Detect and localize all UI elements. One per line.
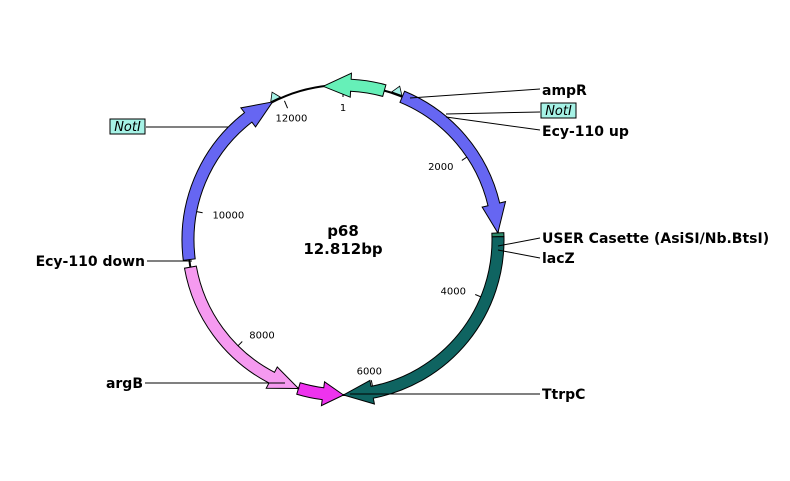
tick-label-2000: 2000 xyxy=(428,162,453,173)
label-ecy110-down: Ecy-110 down xyxy=(36,254,145,270)
site-label-noti-right: NotI xyxy=(545,104,572,119)
label-ecy110-up: Ecy-110 up xyxy=(542,124,629,140)
leader-line-lacz xyxy=(497,249,541,259)
plasmid-size: 12.812bp xyxy=(303,240,383,258)
site-label-noti-left: NotI xyxy=(114,120,141,135)
feature-arrow-lacz xyxy=(342,236,505,405)
label-ttrpc: TtrpC xyxy=(542,387,585,403)
feature-arrow-argb xyxy=(183,265,300,389)
site-marker-noti_right xyxy=(391,85,403,97)
feature-layer xyxy=(181,72,507,407)
site-box-noti-right: NotI xyxy=(540,102,577,119)
feature-arrow-ecy110down xyxy=(181,101,274,261)
feature-arrow-ampR xyxy=(321,72,387,98)
label-user-cassette: USER Casette (AsiSI/Nb.BtsI) xyxy=(542,231,769,247)
tick-label-12000: 12000 xyxy=(276,113,308,124)
tick-label-4000: 4000 xyxy=(441,287,466,298)
leader-line-ampR xyxy=(409,88,541,99)
tick-label-8000: 8000 xyxy=(249,330,274,341)
label-ampR: ampR xyxy=(542,83,587,99)
plasmid-name: p68 xyxy=(327,222,359,240)
site-marker-noti_left xyxy=(270,91,282,103)
tick-label-1: 1 xyxy=(340,103,346,114)
leader-layer xyxy=(145,88,541,395)
leader-line-ecy110-up xyxy=(445,116,541,131)
site-layer xyxy=(270,85,403,103)
label-lacz: lacZ xyxy=(542,251,575,267)
feature-arrow-argb_small xyxy=(296,380,345,407)
leader-line-noti-right xyxy=(445,111,541,115)
tick-mark-12000 xyxy=(283,100,289,109)
label-argb: argB xyxy=(106,376,143,392)
site-box-noti-left: NotI xyxy=(109,118,146,135)
tick-label-10000: 10000 xyxy=(212,211,244,222)
tick-label-6000: 6000 xyxy=(357,366,382,377)
leader-line-user-cassette xyxy=(497,237,541,247)
